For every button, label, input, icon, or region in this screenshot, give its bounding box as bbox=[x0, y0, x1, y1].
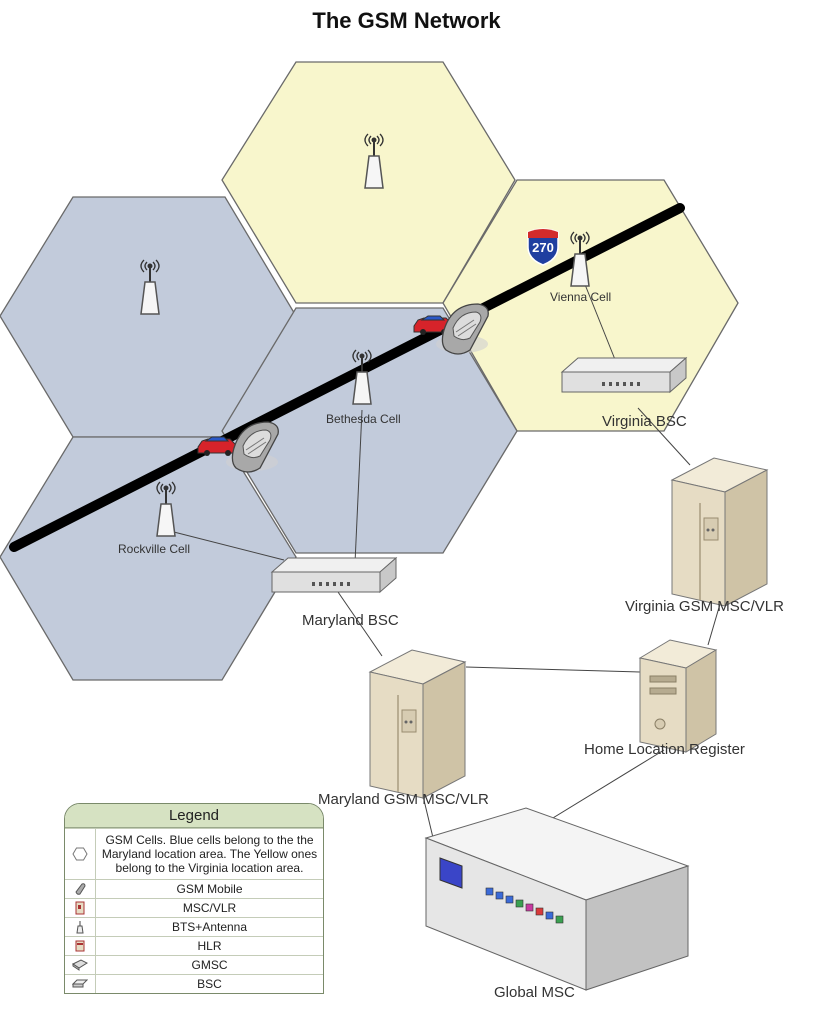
legend-row-cells: GSM Cells. Blue cells belong to the the … bbox=[65, 828, 323, 879]
bethesda-cell-label: Bethesda Cell bbox=[326, 412, 401, 426]
hlr-server-icon bbox=[65, 937, 96, 955]
legend-text-hlr: HLR bbox=[197, 939, 222, 953]
antenna-icon bbox=[65, 918, 96, 936]
bsc-icon bbox=[65, 975, 96, 993]
virginia-bsc-icon bbox=[561, 357, 687, 393]
mobile-phone-icon bbox=[65, 880, 96, 898]
global-msc-label: Global MSC bbox=[494, 984, 575, 1001]
rockville-cell-label: Rockville Cell bbox=[118, 542, 191, 556]
legend-row-hlr: HLR bbox=[65, 936, 323, 955]
legend-row-gmsc: GMSC bbox=[65, 955, 323, 974]
virginia-msc-label: Virginia GSM MSC/VLR bbox=[625, 598, 784, 615]
legend-title: Legend bbox=[65, 804, 323, 828]
hlr-server-icon bbox=[638, 639, 718, 753]
maryland-bsc-label: Maryland BSC bbox=[302, 612, 399, 629]
virginia-msc-server-icon bbox=[671, 457, 768, 607]
highway-road bbox=[9, 203, 685, 552]
legend-text-bsc: BSC bbox=[197, 977, 222, 991]
maryland-msc-server-icon bbox=[369, 649, 466, 799]
legend-text-gmsc: GMSC bbox=[191, 958, 228, 972]
legend-text-mobile: GSM Mobile bbox=[176, 882, 243, 896]
server-tower-icon bbox=[65, 899, 96, 917]
legend-row-bsc: BSC bbox=[65, 974, 323, 993]
legend-row-bts: BTS+Antenna bbox=[65, 917, 323, 936]
legend-text-msc: MSC/VLR bbox=[182, 901, 237, 915]
interstate-shield-icon bbox=[527, 228, 559, 266]
legend-row-msc: MSC/VLR bbox=[65, 898, 323, 917]
interstate-shield-number: 270 bbox=[532, 240, 554, 255]
global-msc-switch-icon bbox=[424, 807, 690, 991]
legend-text-cells: GSM Cells. Blue cells belong to the the … bbox=[101, 833, 318, 875]
maryland-msc-label: Maryland GSM MSC/VLR bbox=[318, 791, 489, 808]
vienna-cell-label: Vienna Cell bbox=[550, 290, 612, 304]
switch-box-icon bbox=[65, 956, 96, 974]
virginia-bsc-label: Virginia BSC bbox=[602, 413, 687, 430]
hexagon-icon bbox=[65, 829, 96, 879]
blue-cell-bethesda bbox=[221, 307, 518, 554]
legend-row-mobile: GSM Mobile bbox=[65, 879, 323, 898]
page-title: The GSM Network bbox=[312, 8, 501, 33]
maryland-bsc-icon bbox=[271, 557, 397, 593]
legend-text-bts: BTS+Antenna bbox=[171, 920, 248, 934]
legend: Legend GSM Cells. Blue cells belong to t… bbox=[64, 803, 324, 994]
hlr-label: Home Location Register bbox=[584, 741, 745, 758]
